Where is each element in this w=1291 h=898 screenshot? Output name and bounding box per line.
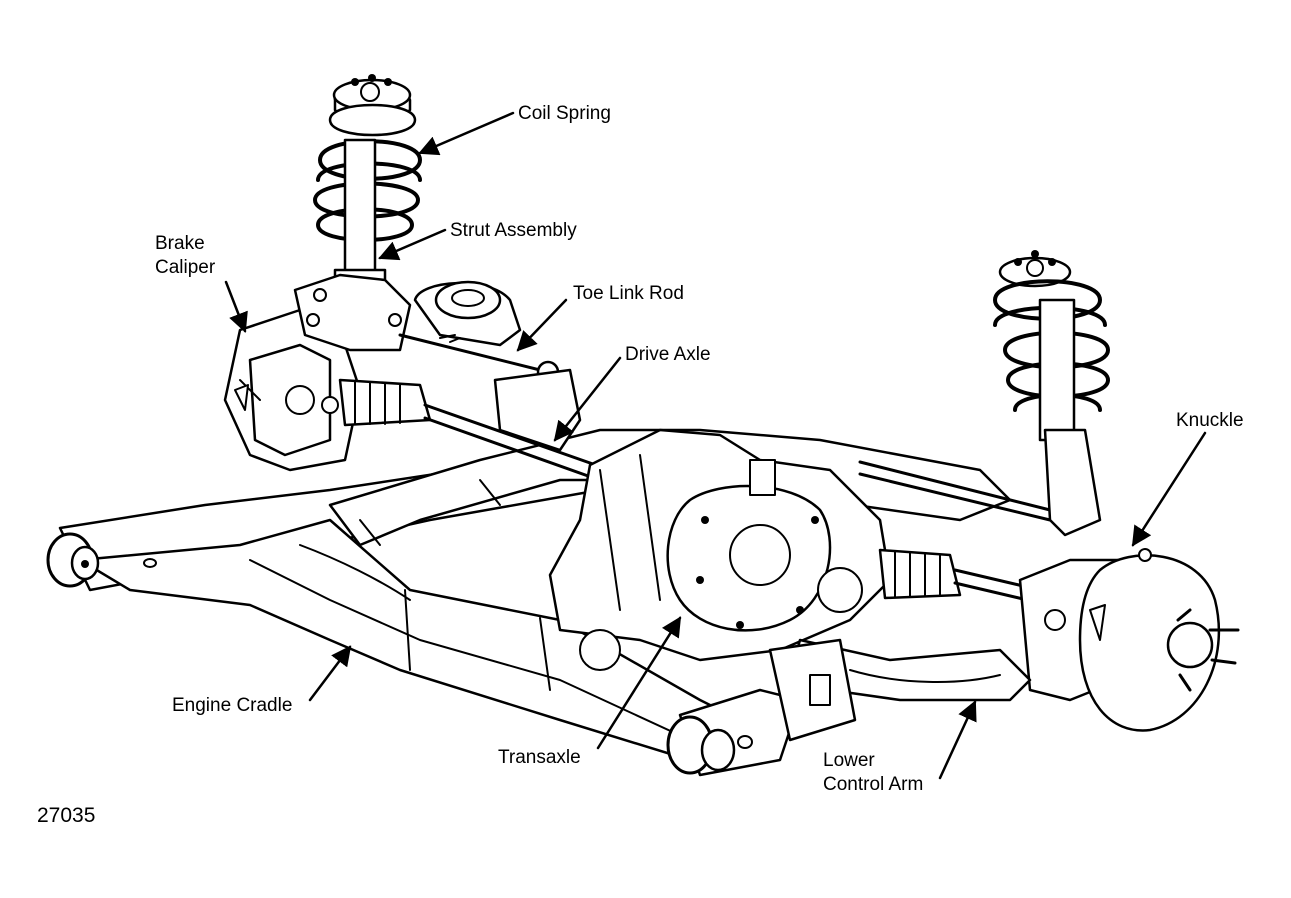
knuckle-leader-arrow	[1131, 431, 1207, 547]
right-knuckle-hub-illustration	[1018, 548, 1240, 732]
label-strut-assembly: Strut Assembly	[450, 220, 577, 241]
transaxle-leader-arrow	[596, 616, 682, 750]
brake-caliper-leader-arrow	[224, 280, 248, 333]
engine-cradle-illustration	[46, 428, 1012, 777]
label-transaxle: Transaxle	[498, 747, 581, 768]
right-drive-axle-illustration	[858, 460, 1052, 605]
label-toe-link-rod: Toe Link Rod	[573, 283, 684, 304]
drive-axle-leader-arrow	[553, 356, 622, 442]
label-engine-cradle: Engine Cradle	[172, 695, 292, 716]
callout-labels: Coil Spring Strut Assembly Brake Caliper…	[37, 103, 1244, 827]
coil-spring-leader-arrow	[418, 111, 515, 156]
transaxle-illustration	[548, 428, 892, 671]
figure-number: 27035	[37, 804, 95, 827]
label-coil-spring: Coil Spring	[518, 103, 611, 124]
left-drive-axle-illustration	[338, 378, 612, 484]
toe-link-rod-illustration	[398, 280, 582, 452]
label-knuckle: Knuckle	[1176, 410, 1244, 431]
right-strut-assembly-illustration	[993, 250, 1110, 537]
label-brake-caliper-line1: Brake	[155, 233, 205, 254]
label-brake-caliper-line2: Caliper	[155, 257, 216, 278]
label-lower-control-arm-line2: Control Arm	[823, 774, 923, 795]
engine-cradle-leader-arrow	[308, 645, 352, 702]
label-drive-axle: Drive Axle	[625, 344, 711, 365]
leader-arrows	[224, 111, 1207, 780]
lower-control-arm-illustration	[768, 638, 1032, 742]
strut-assembly-leader-arrow	[378, 228, 447, 261]
left-knuckle-caliper-illustration	[223, 273, 412, 472]
lower-control-arm-leader-arrow	[938, 700, 977, 780]
label-lower-control-arm-line1: Lower	[823, 750, 875, 771]
toe-link-rod-leader-arrow	[516, 298, 568, 352]
